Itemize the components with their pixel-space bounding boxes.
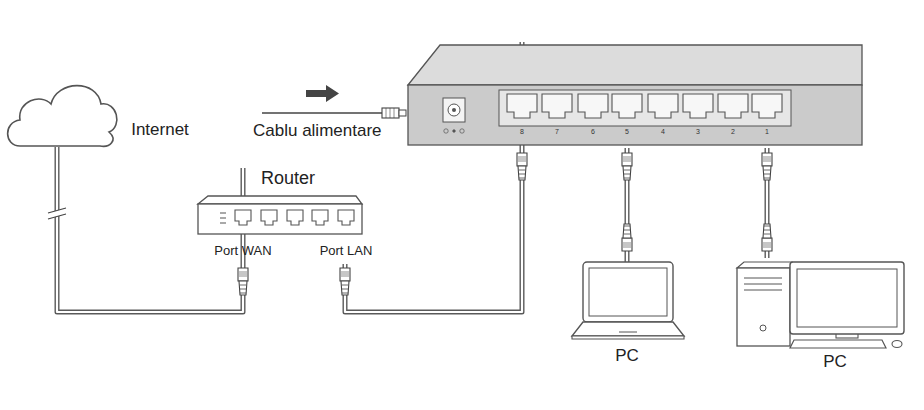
port-number: 8	[520, 128, 524, 136]
rj45-plug	[517, 153, 527, 180]
direction-arrow	[306, 85, 339, 102]
device-label: PC	[823, 352, 847, 372]
device-label: Port WAN	[214, 244, 271, 259]
network-switch: 8 7 6 5 4 3 2 1	[405, 42, 865, 148]
desktop-pc: PC	[732, 258, 914, 376]
rj45-plug	[622, 224, 632, 251]
port-number: 1	[765, 128, 769, 136]
laptop-pc: PC	[565, 262, 690, 370]
port-number: 5	[625, 128, 629, 136]
port-number: 3	[696, 128, 700, 136]
rj45-plug	[762, 224, 772, 251]
break-mark	[48, 208, 66, 219]
device-label: Internet	[131, 120, 189, 140]
port-number: 6	[591, 128, 595, 136]
internet-cloud: Internet	[4, 70, 194, 147]
device-label: PC	[615, 346, 639, 366]
port-number: 2	[731, 128, 735, 136]
rj45-plug	[622, 153, 632, 180]
router-device: RouterPort WAN Port LAN	[196, 168, 386, 264]
cable-label: Cablu alimentare	[253, 121, 382, 141]
device-label: Port LAN	[320, 244, 373, 259]
device-outline	[405, 42, 865, 148]
rj45-plug	[340, 268, 350, 295]
rj45-plug	[762, 153, 772, 180]
port-number: 4	[661, 128, 665, 136]
device-label: Router	[261, 168, 315, 189]
device-outline	[732, 258, 914, 376]
power-cable	[262, 108, 406, 118]
rj45-plug	[238, 268, 248, 295]
port-number: 7	[555, 128, 559, 136]
